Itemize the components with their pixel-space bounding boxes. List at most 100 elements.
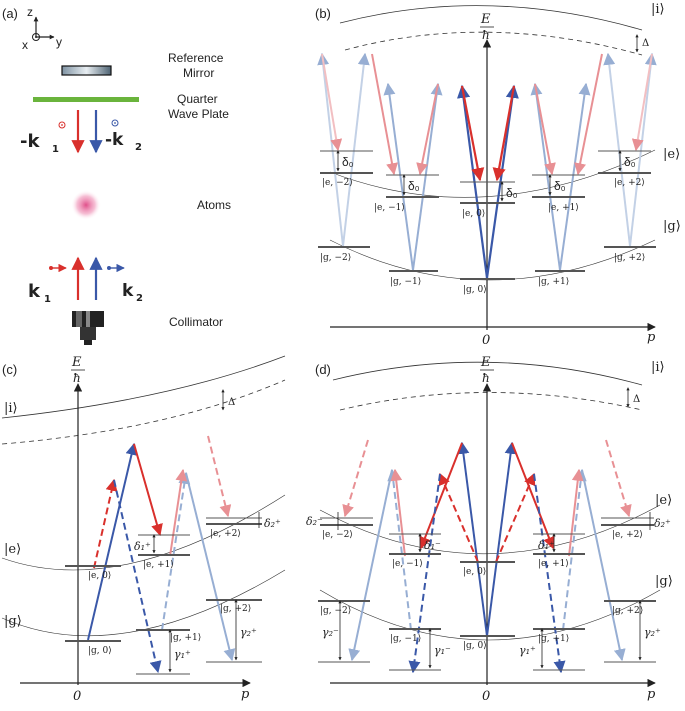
momentum-axis-label: p (647, 687, 656, 702)
panel-c: (c) Δ |i⟩ |e⟩ |g⟩ E ħ p 0 (1, 355, 286, 704)
energy-axis-num: E (480, 355, 491, 370)
state-e-label: |e⟩ (663, 147, 680, 162)
state-i-label: |i⟩ (651, 2, 665, 17)
level-label: |g, +1⟩ (170, 633, 201, 643)
minus-k2-sub: 2 (135, 142, 142, 153)
level-label: |e, −1⟩ (392, 559, 423, 569)
state-g-label: |g⟩ (663, 219, 681, 234)
e-parabola (329, 149, 656, 198)
g-parabola (319, 589, 661, 641)
level-label: |g, 0⟩ (463, 641, 487, 651)
delta0-label: δ₀ (506, 186, 518, 200)
level-label: |e, 0⟩ (88, 571, 111, 581)
energy-levels (65, 517, 262, 675)
reference-mirror-label-2: Mirror (183, 66, 214, 80)
gamma-label: γ₂⁺ (644, 626, 661, 639)
gamma-label: γ₂⁻ (322, 626, 339, 639)
reference-mirror-label-1: Reference (168, 51, 224, 65)
i-state-curve (1, 355, 286, 419)
g-parabola (1, 569, 286, 637)
level-label: |e, +1⟩ (143, 560, 174, 570)
panel-b-label: (b) (315, 6, 331, 21)
level-label: |g, +1⟩ (538, 277, 569, 287)
energy-levels (318, 150, 656, 280)
delta0-markers (336, 150, 622, 202)
energy-axis-den: ħ (482, 28, 490, 42)
virtual-level-curve (344, 31, 643, 56)
level-label: |e, −2⟩ (322, 530, 353, 540)
momentum-axis-label: p (241, 687, 250, 702)
level-label: |e, −1⟩ (374, 203, 405, 213)
delta0-label: δ₀ (342, 155, 354, 169)
qwp-label-1: Quarter (177, 92, 218, 106)
y-axis-label: y (56, 35, 62, 49)
level-label: |e, +1⟩ (538, 559, 569, 569)
atoms-label: Atoms (197, 198, 231, 212)
k2-sub: 2 (136, 293, 143, 304)
polarization-out-icon (58, 121, 66, 129)
level-label: |g, +2⟩ (220, 604, 251, 614)
level-label: |g, +2⟩ (614, 253, 645, 263)
delta-label: Δ (642, 38, 649, 49)
origin-label: 0 (482, 333, 490, 348)
k2-label: k (122, 281, 134, 301)
delta-label: Δ (228, 397, 235, 408)
momentum-axis-label: p (647, 330, 656, 345)
level-label: |g, −2⟩ (320, 606, 351, 616)
e-parabola (1, 494, 286, 571)
origin-label: 0 (73, 689, 81, 704)
detuning-label: δ₂⁻ (306, 515, 323, 528)
panel-a: (a) z x y Reference Mirror Quarter Wave … (2, 5, 231, 345)
level-label: |g, +2⟩ (612, 606, 643, 616)
level-label: |g, −1⟩ (390, 634, 421, 644)
delta0-label: δ₀ (624, 155, 636, 169)
level-label: |g, +1⟩ (538, 634, 569, 644)
level-label: |g, −2⟩ (320, 253, 351, 263)
panel-b: (b) Δ |i⟩ |e⟩ |g⟩ E ħ p 0 (315, 2, 681, 348)
level-label: |g, 0⟩ (463, 285, 487, 295)
state-e-label: |e⟩ (655, 493, 672, 508)
x-axis-label: x (22, 38, 28, 52)
x-axis-icon (32, 33, 40, 41)
level-label: |e, 0⟩ (462, 209, 485, 219)
minus-k1-label: -k (20, 131, 40, 152)
state-i-label: |i⟩ (651, 360, 665, 375)
qwp-label-2: Wave Plate (168, 107, 229, 121)
state-i-label: |i⟩ (4, 401, 18, 416)
i-state-curve (332, 361, 643, 386)
detuning-label: δ₁⁻ (424, 539, 441, 552)
panel-a-label: (a) (2, 6, 18, 21)
quarter-wave-plate (33, 97, 139, 102)
detuning-label: δ₂⁺ (654, 517, 671, 530)
k1-sub: 1 (44, 294, 51, 305)
panel-d: (d) Δ |i⟩ |e⟩ |g⟩ E ħ p 0 (306, 355, 673, 704)
level-label: |e, +2⟩ (614, 178, 645, 188)
delta-label: Δ (633, 394, 640, 405)
level-label: |g, −1⟩ (390, 277, 421, 287)
energy-axis-den: ħ (73, 371, 81, 385)
energy-axis-num: E (71, 355, 82, 370)
detuning-label: δ₁⁺ (134, 540, 151, 553)
level-label: |e, +1⟩ (548, 203, 579, 213)
virtual-level-curve (339, 392, 643, 411)
transition-arrows (87, 435, 236, 674)
polarization-out-icon (111, 119, 119, 127)
state-g-label: |g⟩ (655, 574, 673, 589)
energy-axis-num: E (480, 12, 491, 27)
z-axis-label: z (27, 5, 33, 19)
collimator-label: Collimator (169, 315, 223, 329)
minus-k1-sub: 1 (52, 144, 59, 155)
detuning-label: δ₂⁺ (264, 517, 281, 530)
collimator (72, 311, 104, 345)
gamma-label: γ₁⁻ (434, 644, 451, 657)
state-g-label: |g⟩ (4, 614, 22, 629)
panel-d-label: (d) (315, 362, 331, 377)
level-label: |g, 0⟩ (88, 646, 112, 656)
transition-arrows (317, 52, 657, 279)
detuning-label: δ₁⁺ (538, 539, 555, 552)
k1-label: k (28, 281, 41, 302)
delta0-label: δ₀ (554, 179, 566, 193)
energy-axis-den: ħ (482, 371, 490, 385)
